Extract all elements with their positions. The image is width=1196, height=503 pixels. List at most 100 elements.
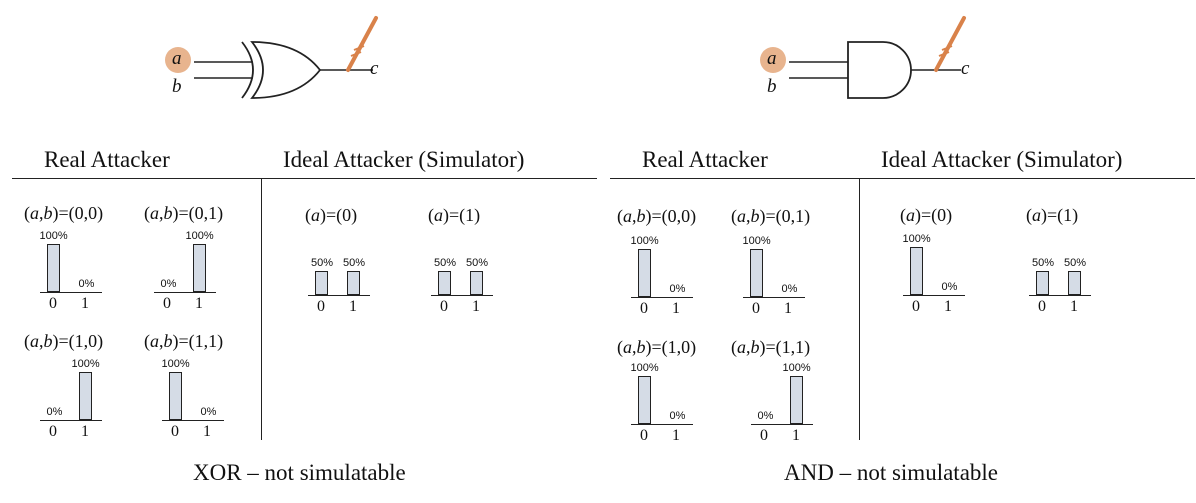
panel-xor-xor-body [250,41,322,99]
panel-and-real-case-1-pct-label-0: 100% [742,235,771,247]
panel-xor-ideal-case-1-pct-label-0: 50% [434,257,457,269]
panel-and-ideal-case-label-0: (a)=(0) [900,205,953,225]
panel-xor-ideal-case-0-tick-0: 0 [317,298,325,315]
panel-and-caption: AND – not simulatable [784,460,998,485]
panel-and-real-case-3-tick-0: 0 [760,427,768,444]
panel-and-real-case-1-axis [743,297,805,298]
panel-and-real-case-label-0: (a,b)=(0,0) [617,206,697,226]
panel-xor-ideal-case-0-pct-label-1: 50% [343,257,366,269]
panel-and-and-body [847,41,912,99]
panel-and-ideal-case-1-pct-label-1: 50% [1064,257,1087,269]
panel-and-ideal-case-1-bar-0 [1036,271,1049,295]
panel-and-real-case-label-3: (a,b)=(1,1) [731,337,811,357]
panel-and-input-a-highlight [760,47,786,73]
panel-xor-ideal-case-1-bar-1 [470,271,483,295]
panel-and-real-case-0-axis [631,297,693,298]
panel-xor-real-case-0-bar-0 [47,244,60,292]
panel-and-ideal-case-0-pct-label-1: 0% [941,281,958,293]
panel-and-real-case-0-tick-1: 1 [672,300,680,317]
panel-and-real-case-3-tick-1: 1 [792,427,800,444]
panel-and-real-case-3-axis [751,424,813,425]
panel-xor-pin-a: a [172,48,182,69]
panel-and-real-case-3-pct-label-1: 100% [782,362,811,374]
panel-xor-real-case-0-pct-label-1: 0% [78,278,95,290]
panel-xor-ideal-case-1-tick-0: 0 [440,298,448,315]
panel-xor-real-case-3-axis [162,420,224,421]
panel-and-real-case-2-tick-1: 1 [672,427,680,444]
panel-xor-real-case-2-bar-1 [79,372,92,420]
panel-and-pin-a: a [767,48,777,69]
panel-and-probe-body [934,16,966,72]
panel-xor-ideal-case-0-bar-0 [315,271,328,295]
panel-xor-caption: XOR – not simulatable [193,460,406,485]
panel-and-ideal-case-1-bar-1 [1068,271,1081,295]
panel-xor-real-case-2-axis [40,420,102,421]
panel-and-real-case-label-2: (a,b)=(1,0) [617,337,697,357]
panel-xor-real-case-2-tick-1: 1 [81,423,89,440]
panel-xor-real-case-2-pct-label-1: 100% [71,358,100,370]
panel-and-ideal-case-0-bar-0 [910,247,923,295]
panel-and-column-divider [859,178,860,440]
panel-xor-ideal-case-label-1: (a)=(1) [428,205,481,225]
panel-and-pin-b: b [767,76,777,97]
panel-and-header-rule [610,178,1195,179]
panel-xor-ideal-case-0-tick-1: 1 [349,298,357,315]
panel-xor-real-case-3-pct-label-0: 100% [161,358,190,370]
panel-and-ideal-case-0-tick-1: 1 [944,298,952,315]
panel-xor-real-case-1-pct-label-1: 100% [185,230,214,242]
panel-xor-real-case-label-2: (a,b)=(1,0) [24,331,104,351]
panel-xor-real-case-3-bar-0 [169,372,182,420]
panel-and-ideal-case-1-tick-1: 1 [1070,298,1078,315]
panel-xor-probe-ring-1 [350,51,362,57]
panel-and-ideal-case-label-1: (a)=(1) [1026,205,1079,225]
panel-and-real-case-2-pct-label-1: 0% [669,410,686,422]
panel-and-ideal-case-0-pct-label-0: 100% [902,233,931,245]
panel-xor-real-case-label-0: (a,b)=(0,0) [24,203,104,223]
panel-xor-ideal-case-0-axis [308,295,370,296]
panel-xor-column-divider [261,178,262,440]
panel-and-real-case-2-pct-label-0: 100% [630,362,659,374]
panel-and-real-case-2-bar-0 [638,376,651,424]
panel-and-real-case-1-tick-0: 0 [752,300,760,317]
panel-and-real-case-2-axis [631,424,693,425]
panel-xor-ideal-case-0-pct-label-0: 50% [311,257,334,269]
panel-xor-ideal-case-label-0: (a)=(0) [305,205,358,225]
gate-drawings [165,16,966,99]
panel-xor-real-case-0-tick-0: 0 [49,295,57,312]
panel-and-probe-ring-2 [941,45,953,51]
panel-xor-real-case-1-pct-label-0: 0% [160,278,177,290]
panel-xor-input-a-highlight [165,47,191,73]
panel-and-ideal-case-1-axis [1029,295,1091,296]
panel-and-probe-ring-1 [938,51,950,57]
panel-xor-real-case-1-bar-1 [193,244,206,292]
panel-xor-real-case-label-3: (a,b)=(1,1) [144,331,224,351]
panel-and-real-case-0-pct-label-0: 100% [630,235,659,247]
panel-xor-xor-back-curve [241,41,254,99]
panel-xor-ideal-case-1-tick-1: 1 [472,298,480,315]
panel-and-real-case-0-tick-0: 0 [640,300,648,317]
panel-xor-ideal-case-1-axis [431,295,493,296]
panel-xor-real-case-label-1: (a,b)=(0,1) [144,203,224,223]
panel-xor-real-case-2-pct-label-0: 0% [46,406,63,418]
panel-and-real-case-0-bar-0 [638,249,651,297]
panel-and-real-case-1-pct-label-1: 0% [781,283,798,295]
panel-and-real-case-0-pct-label-1: 0% [669,283,686,295]
panel-and-ideal-case-1-tick-0: 0 [1038,298,1046,315]
panel-and-real-case-3-pct-label-0: 0% [757,410,774,422]
panel-xor-real-title: Real Attacker [44,147,170,172]
panel-and-pin-c: c [961,58,970,79]
panel-and-real-case-label-1: (a,b)=(0,1) [731,206,811,226]
panel-xor-header-rule [12,178,597,179]
panel-and-ideal-title: Ideal Attacker (Simulator) [881,147,1123,172]
panel-xor-real-case-0-pct-label-0: 100% [39,230,68,242]
panel-and-real-case-3-bar-1 [790,376,803,424]
panel-xor-real-case-0-tick-1: 1 [81,295,89,312]
panel-xor-real-case-1-tick-1: 1 [195,295,203,312]
panel-xor-pin-c: c [370,58,379,79]
panel-xor-real-case-3-tick-0: 0 [171,423,179,440]
panel-and-ideal-case-0-tick-0: 0 [912,298,920,315]
panel-and-real-case-2-tick-0: 0 [640,427,648,444]
panel-xor-probe-body [346,16,378,72]
panel-and-ideal-case-1-pct-label-0: 50% [1032,257,1055,269]
